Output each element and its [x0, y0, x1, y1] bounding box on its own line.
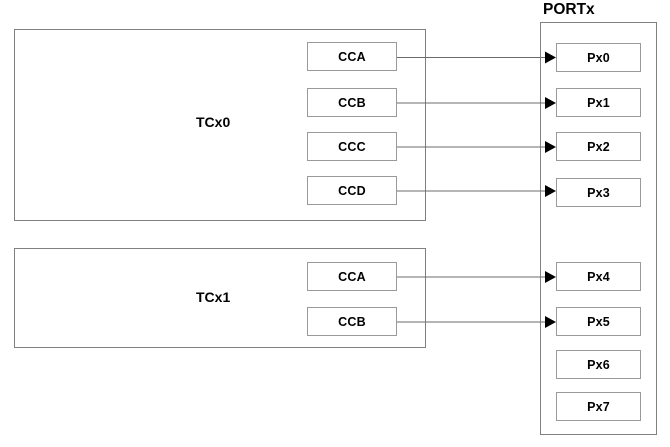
port-pin-px1[interactable]: Px1: [556, 88, 641, 117]
port-pin-px4[interactable]: Px4: [556, 262, 641, 291]
timer-block-tcx0-label: TCx0: [196, 114, 231, 130]
port-pin-px0[interactable]: Px0: [556, 43, 641, 72]
port-block-title: PORTx: [543, 1, 595, 18]
channel-box-tcx1-cca[interactable]: CCA: [307, 262, 397, 291]
port-pin-px7[interactable]: Px7: [556, 392, 641, 421]
channel-box-tcx0-ccd[interactable]: CCD: [307, 176, 397, 205]
channel-box-tcx0-cca[interactable]: CCA: [307, 42, 397, 71]
port-pin-px6[interactable]: Px6: [556, 350, 641, 379]
channel-box-tcx0-ccc[interactable]: CCC: [307, 132, 397, 161]
port-pin-px5[interactable]: Px5: [556, 307, 641, 336]
channel-box-tcx0-ccb[interactable]: CCB: [307, 88, 397, 117]
channel-box-tcx1-ccb[interactable]: CCB: [307, 307, 397, 336]
port-pin-px2[interactable]: Px2: [556, 132, 641, 161]
timer-block-tcx1-label: TCx1: [196, 289, 231, 305]
port-pin-px3[interactable]: Px3: [556, 178, 641, 207]
